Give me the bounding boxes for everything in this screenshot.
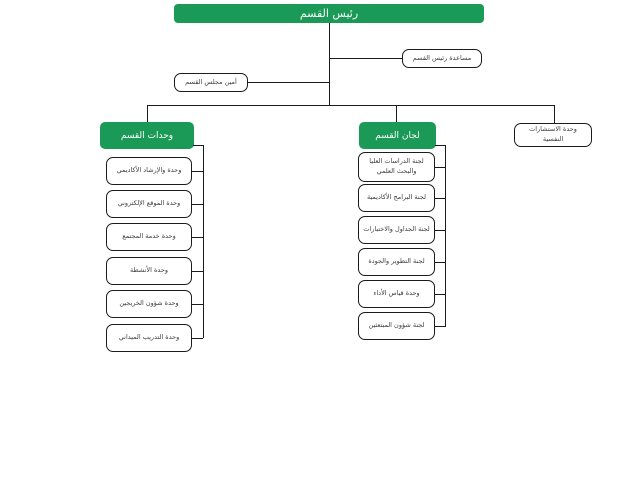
unit-node-label: وحدة والإرشاد الأكاديمي	[116, 166, 182, 175]
committee-node-label: لجنة الدراسات العليا والبحث العلمي	[369, 157, 424, 175]
units-stub-4	[191, 271, 203, 272]
unit-node-label: وحدة الأنشطة	[130, 266, 168, 275]
committees-branch-header: لجان القسم	[359, 122, 436, 149]
committees-spine-elbow	[435, 145, 446, 146]
units-stub-1	[191, 171, 203, 172]
unit-node: وحدة والإرشاد الأكاديمي	[106, 157, 192, 185]
committee-node: وحدة قياس الأداء	[358, 280, 435, 308]
units-branch-label: وحدات القسم	[120, 130, 174, 141]
secretary-node: أمين مجلس القسم	[174, 73, 248, 92]
connector-drop-committees	[396, 105, 397, 122]
psych-consulting-unit-node: وحدة الاستشارات النفسية	[514, 123, 592, 147]
unit-node: وحدة خدمة المجتمع	[106, 223, 192, 251]
committee-node: لجنة التطوير والجودة	[358, 248, 435, 276]
units-stub-6	[191, 338, 203, 339]
committee-node-label: لجنة التطوير والجودة	[368, 257, 425, 266]
committee-node: لجنة الدراسات العليا والبحث العلمي	[358, 152, 435, 182]
assistant-node: مساعدة رئيس القسم	[402, 49, 482, 68]
units-stub-5	[191, 304, 203, 305]
secretary-node-label: أمين مجلس القسم	[185, 77, 237, 86]
units-spine	[203, 145, 204, 338]
committees-stub-3	[434, 230, 446, 231]
committee-node: لجنة البرامج الأكاديمية	[358, 184, 435, 212]
units-stub-3	[191, 237, 203, 238]
units-branch-header: وحدات القسم	[100, 122, 194, 149]
committees-branch-label: لجان القسم	[375, 130, 420, 141]
root-node-label: رئيس القسم	[299, 7, 359, 20]
committees-stub-2	[434, 198, 446, 199]
unit-node: وحدة الأنشطة	[106, 257, 192, 285]
committees-stub-1	[434, 167, 446, 168]
connector-assistant	[330, 58, 403, 59]
committee-node: لجنة شؤون المبتعثين	[358, 312, 435, 340]
committee-node-label: لجنة الجداول والاختبارات	[363, 225, 430, 234]
units-spine-elbow	[193, 145, 204, 146]
connector-branch-horizontal	[147, 105, 555, 106]
connector-trunk	[329, 23, 330, 105]
committee-node-label: وحدة قياس الأداء	[373, 289, 420, 298]
committees-stub-6	[434, 326, 446, 327]
committee-node-label: لجنة البرامج الأكاديمية	[366, 193, 427, 202]
unit-node-label: وحدة الموقع الإلكتروني	[117, 199, 181, 208]
committee-node: لجنة الجداول والاختبارات	[358, 216, 435, 244]
units-stub-2	[191, 204, 203, 205]
unit-node-label: وحدة شؤون الخريجين	[119, 299, 179, 308]
connector-drop-units	[147, 105, 148, 122]
committees-spine	[445, 145, 446, 326]
committee-node-label: لجنة شؤون المبتعثين	[368, 321, 425, 330]
unit-node-label: وحدة التدريب الميداني	[118, 333, 180, 342]
psych-consulting-unit-label: وحدة الاستشارات النفسية	[529, 125, 577, 143]
connector-secretary	[247, 82, 330, 83]
unit-node: وحدة الموقع الإلكتروني	[106, 190, 192, 218]
committees-stub-5	[434, 294, 446, 295]
assistant-node-label: مساعدة رئيس القسم	[412, 53, 472, 62]
unit-node: وحدة التدريب الميداني	[106, 324, 192, 352]
connector-drop-psych	[554, 105, 555, 123]
root-node-head-of-department: رئيس القسم	[174, 4, 484, 23]
unit-node-label: وحدة خدمة المجتمع	[122, 232, 176, 241]
committees-stub-4	[434, 262, 446, 263]
unit-node: وحدة شؤون الخريجين	[106, 290, 192, 318]
